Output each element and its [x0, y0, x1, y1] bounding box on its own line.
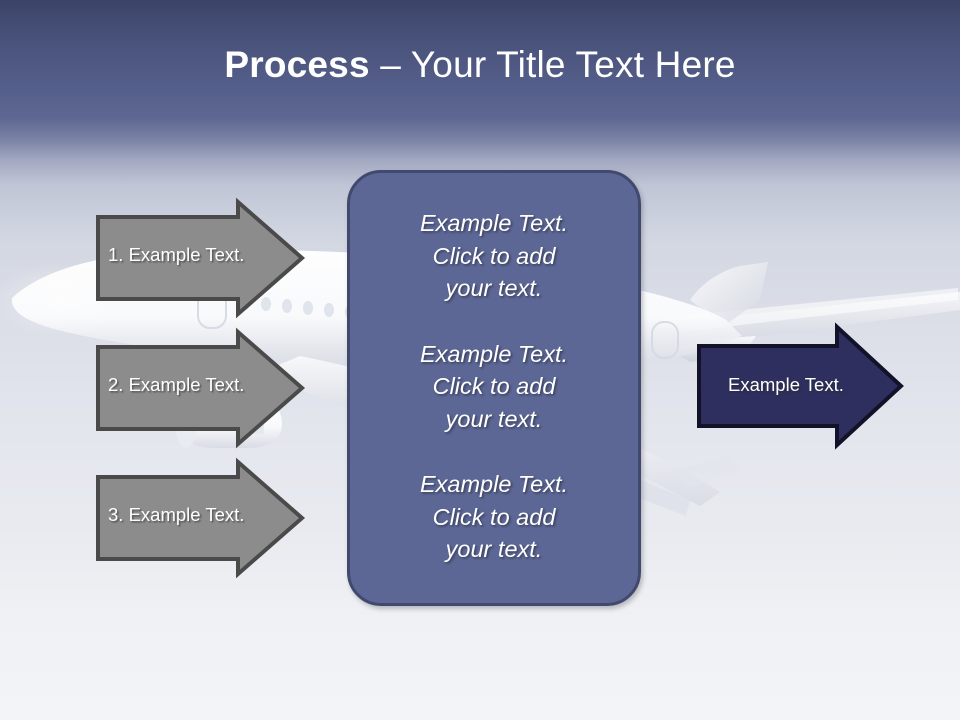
- step-arrow-3-label: 3. Example Text.: [108, 504, 245, 525]
- panel-block-1-line-1: Example Text.: [419, 210, 569, 236]
- title-normal-part: – Your Title Text Here: [369, 44, 736, 85]
- result-arrow[interactable]: Example Text.: [697, 322, 904, 450]
- step-arrow-1-label: 1. Example Text.: [108, 244, 245, 265]
- panel-block-3-line-1: Example Text.: [419, 471, 569, 497]
- panel-block-2-line-1: Example Text.: [419, 340, 569, 367]
- step-arrow-3[interactable]: 3. Example Text.: [96, 457, 306, 579]
- step-arrow-2-label: 2. Example Text.: [108, 374, 245, 395]
- panel-block-3-line-2: Click to add: [432, 503, 556, 530]
- step-arrow-1[interactable]: 1. Example Text.: [96, 197, 306, 319]
- panel-block-1-line-2: Click to add: [432, 242, 556, 269]
- panel-block-2-line-2: Click to add: [432, 373, 556, 399]
- panel-text-block-1: Example Text. Click to add your text.: [350, 207, 638, 305]
- slide-title: Process – Your Title Text Here: [0, 42, 960, 88]
- panel-block-1-line-3: your text.: [445, 275, 543, 301]
- panel-block-3-line-3: your text.: [445, 536, 543, 562]
- title-bold-part: Process: [224, 44, 370, 85]
- step-arrow-2[interactable]: 2. Example Text.: [96, 327, 306, 449]
- panel-text-block-2: Example Text. Click to add your text.: [350, 338, 638, 436]
- center-content-panel[interactable]: Example Text. Click to add your text. Ex…: [347, 170, 641, 606]
- result-arrow-label: Example Text.: [728, 374, 844, 395]
- panel-text-block-3: Example Text. Click to add your text.: [350, 468, 638, 566]
- panel-block-2-line-3: your text.: [445, 405, 543, 432]
